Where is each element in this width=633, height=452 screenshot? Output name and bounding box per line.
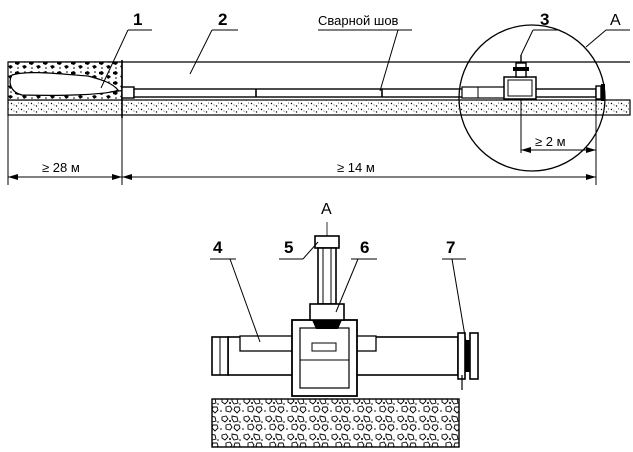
weld-seam-callout: Сварной шов bbox=[318, 13, 412, 92]
callout-2-label: 2 bbox=[218, 10, 227, 29]
detail-ref-a-label: А bbox=[610, 12, 621, 29]
callout-5: 5 bbox=[279, 238, 319, 260]
callout-6-label: 6 bbox=[360, 238, 369, 257]
callout-6: 6 bbox=[335, 238, 377, 313]
callout-7: 7 bbox=[442, 238, 467, 343]
callout-3-label: 3 bbox=[540, 10, 549, 29]
detail-reference-a: А bbox=[585, 12, 630, 48]
detail-a-drawing bbox=[211, 235, 479, 448]
dim-pipe-length: ≥ 14 м bbox=[337, 160, 375, 175]
callout-1: 1 bbox=[100, 10, 152, 89]
trench-section bbox=[7, 60, 631, 118]
callout-4-label: 4 bbox=[213, 238, 223, 257]
callout-7-label: 7 bbox=[446, 238, 455, 257]
callout-4: 4 bbox=[210, 238, 261, 343]
detail-circle-a bbox=[458, 24, 606, 172]
dim-end-distance: ≥ 2 м bbox=[535, 134, 566, 149]
callout-2: 2 bbox=[189, 10, 238, 75]
dimension-lines: ≥ 28 м ≥ 14 м ≥ 2 м bbox=[7, 99, 597, 185]
pipe-top-view bbox=[109, 55, 605, 101]
detail-a-title: А bbox=[321, 201, 332, 218]
weld-seam-label: Сварной шов bbox=[318, 13, 399, 28]
callout-1-label: 1 bbox=[133, 10, 142, 29]
dim-left-distance: ≥ 28 м bbox=[42, 160, 80, 175]
callout-3: 3 bbox=[520, 10, 558, 56]
callout-5-label: 5 bbox=[284, 238, 293, 257]
